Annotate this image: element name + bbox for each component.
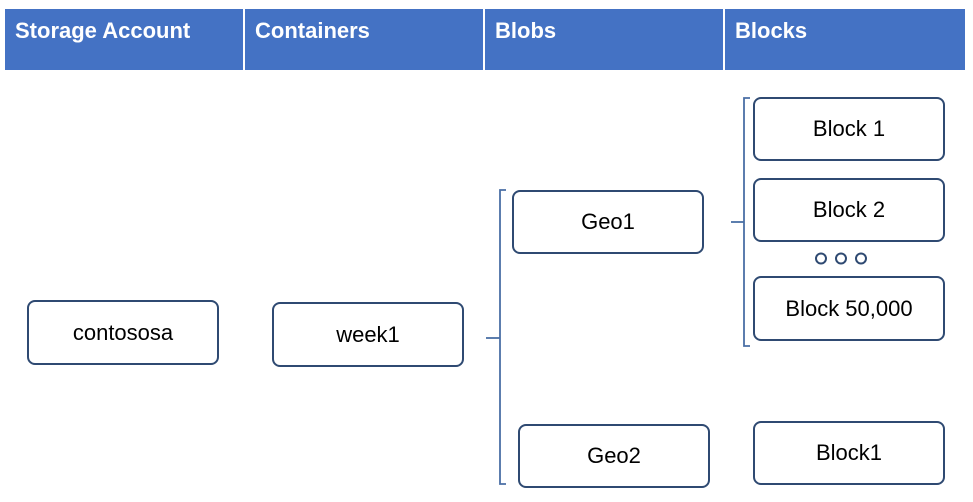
- ellipsis-icon: [815, 252, 867, 265]
- storage-account-node: contososa: [27, 300, 219, 365]
- block-node: Block 50,000: [753, 276, 945, 341]
- ellipsis-dot: [835, 252, 847, 265]
- block-node: Block 1: [753, 97, 945, 161]
- block-node: Block 2: [753, 178, 945, 242]
- blob-node-geo1: Geo1: [512, 190, 704, 254]
- header-containers: Containers: [245, 9, 485, 70]
- container-node: week1: [272, 302, 464, 367]
- blob-node-geo2: Geo2: [518, 424, 710, 488]
- block-node: Block1: [753, 421, 945, 485]
- header-blobs: Blobs: [485, 9, 725, 70]
- header-storage-account: Storage Account: [5, 9, 245, 70]
- blob-bracket: [499, 189, 506, 485]
- block-bracket: [743, 97, 750, 347]
- column-header-row: Storage Account Containers Blobs Blocks: [5, 9, 965, 70]
- header-blocks: Blocks: [725, 9, 965, 70]
- ellipsis-dot: [815, 252, 827, 265]
- ellipsis-dot: [855, 252, 867, 265]
